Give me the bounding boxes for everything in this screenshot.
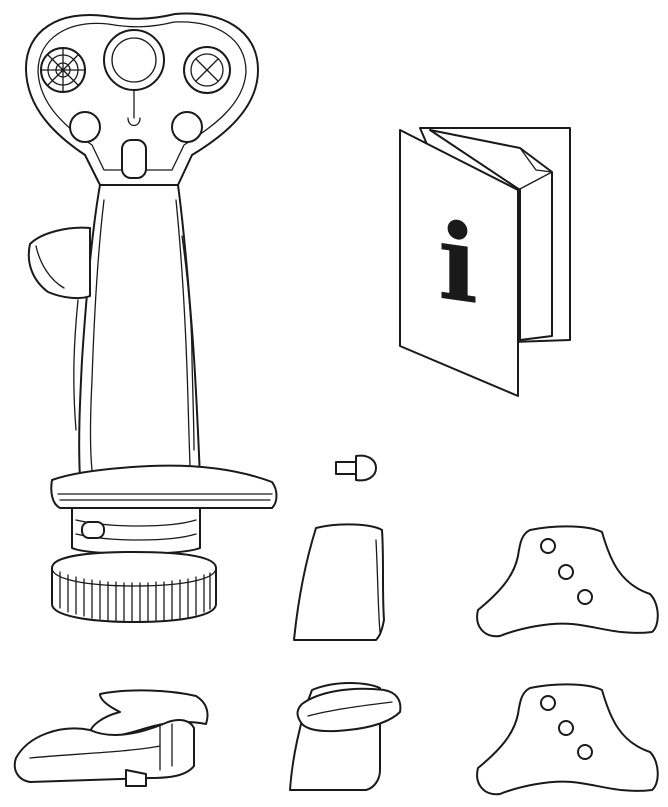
center-slot-icon [121,139,147,179]
side-trigger-icon [27,226,91,300]
button-left-icon [69,111,101,143]
hat-switch-center-icon [103,29,165,127]
knurled-wheel-icon [51,551,217,623]
info-glyph: i [438,199,478,329]
hat-switch-right-icon [183,46,231,94]
hand-rest-plate-icon [476,683,659,796]
button-right-icon [171,111,203,143]
thumb-rest-icon [289,682,402,791]
grip-adapter-icon [13,689,209,787]
user-manual-icon: i [399,127,571,397]
small-screw-icon [335,454,377,482]
trigger-lever-icon [293,523,385,641]
joystick-grip-icon [24,12,278,623]
hand-rest-plate-icon [476,525,659,638]
hat-switch-left-icon [40,47,86,93]
